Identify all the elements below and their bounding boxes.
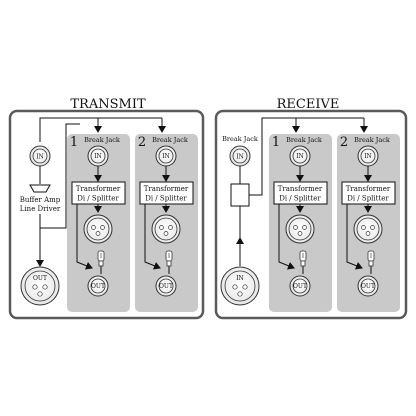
- transmit-channel-2-in-jack-label: IN: [162, 153, 170, 160]
- receive-title: RECEIVE: [277, 97, 340, 112]
- transmit-channel-1-number: 1: [70, 135, 78, 150]
- transmit-channel-2-out-jack-label: OUT: [159, 283, 173, 290]
- receive-channel-2-transformer-line1: Transformer: [346, 185, 391, 193]
- transmit-in-jack: IN: [29, 145, 51, 167]
- transmit-channel-2-transformer-line2: Di / Splitter: [145, 195, 187, 203]
- receive-channel-2-break-jack-label: Break Jack: [354, 136, 390, 144]
- transmit-channel-1-out-jack-label: OUT: [91, 283, 105, 290]
- transmit-channel-1-split-path: [76, 204, 93, 270]
- transmit-channel-2-number: 2: [138, 135, 146, 150]
- receive-channel-2-in-jack: IN: [357, 145, 379, 167]
- transmit-out-label: OUT: [33, 275, 47, 282]
- transmit-channel-2-xlr-jack: [151, 214, 181, 244]
- receive-channel-1-transformer-line2: Di / Splitter: [279, 195, 321, 203]
- transmit-channel-2-transformer-line1: Transformer: [144, 185, 189, 193]
- transmit-frame: [8, 109, 205, 320]
- transmit-buffer-bus: [40, 123, 80, 229]
- receive-channel-1-break-jack-label: Break Jack: [286, 136, 322, 144]
- transmit-title: TRANSMIT: [70, 97, 146, 112]
- receive-channel-1-transformer-line1: Transformer: [278, 185, 323, 193]
- receive-channel-1-number: 1: [272, 135, 280, 150]
- receive-channel-1-plug-icon: [299, 250, 307, 267]
- transmit-channel-1-out-jack: OUT: [87, 275, 109, 297]
- transmit-channel-1-break-jack-label: Break Jack: [84, 136, 120, 144]
- transmit-channel-1-in-jack-label: IN: [94, 153, 102, 160]
- transmit-channel-2-out-jack: OUT: [155, 275, 177, 297]
- receive-top-bus: [249, 117, 364, 196]
- transmit-out-xlr: OUT: [20, 266, 60, 306]
- buffer-amp-icon: [29, 184, 51, 193]
- receive-channel-2-number: 2: [340, 135, 348, 150]
- receive-channel-1-out-jack: OUT: [289, 275, 311, 297]
- transmit-channel-2-plug-icon: [165, 250, 173, 267]
- receive-channel-1-out-jack-label: OUT: [293, 283, 307, 290]
- transmit-channel-2-break-jack-label: Break Jack: [152, 136, 188, 144]
- receive-break-jack-label: Break Jack: [222, 135, 258, 143]
- receive-channel-1-split-path: [278, 204, 295, 270]
- receive-break-in-jack: IN: [229, 145, 251, 167]
- transmit-channel-1-xlr-jack: [83, 214, 113, 244]
- buffer-amp-line2: Line Driver: [20, 205, 61, 213]
- transmit-channel-1-plug-icon: [97, 250, 105, 267]
- receive-frame: [214, 109, 408, 320]
- transmit-in-label: IN: [36, 154, 44, 161]
- receive-switch-box: [230, 183, 250, 207]
- transmit-channel-1-transformer-line2: Di / Splitter: [77, 195, 119, 203]
- receive-channel-2-transformer-line2: Di / Splitter: [347, 195, 389, 203]
- receive-in-xlr-label: IN: [236, 275, 244, 282]
- transmit-channel-1-transformer-line1: Transformer: [76, 185, 121, 193]
- transmit-channel-1-in-jack: IN: [87, 145, 109, 167]
- receive-in-xlr: IN: [220, 266, 260, 306]
- receive-channel-2-out-jack-label: OUT: [361, 283, 375, 290]
- receive-channel-1-in-jack-label: IN: [296, 153, 304, 160]
- buffer-amp-line1: Buffer Amp: [20, 196, 61, 204]
- transmit-top-bus: [39, 117, 162, 142]
- receive-channel-2-in-jack-label: IN: [364, 153, 372, 160]
- receive-channel-1-xlr-jack: [285, 214, 315, 244]
- receive-channel-2-out-jack: OUT: [357, 275, 379, 297]
- transmit-channel-2-split-path: [144, 204, 161, 270]
- transmit-channel-2-in-jack: IN: [155, 145, 177, 167]
- receive-channel-1-in-jack: IN: [289, 145, 311, 167]
- receive-channel-2-xlr-jack: [353, 214, 383, 244]
- receive-break-in-label: IN: [236, 154, 244, 161]
- receive-channel-2-plug-icon: [367, 250, 375, 267]
- receive-channel-2-split-path: [346, 204, 363, 270]
